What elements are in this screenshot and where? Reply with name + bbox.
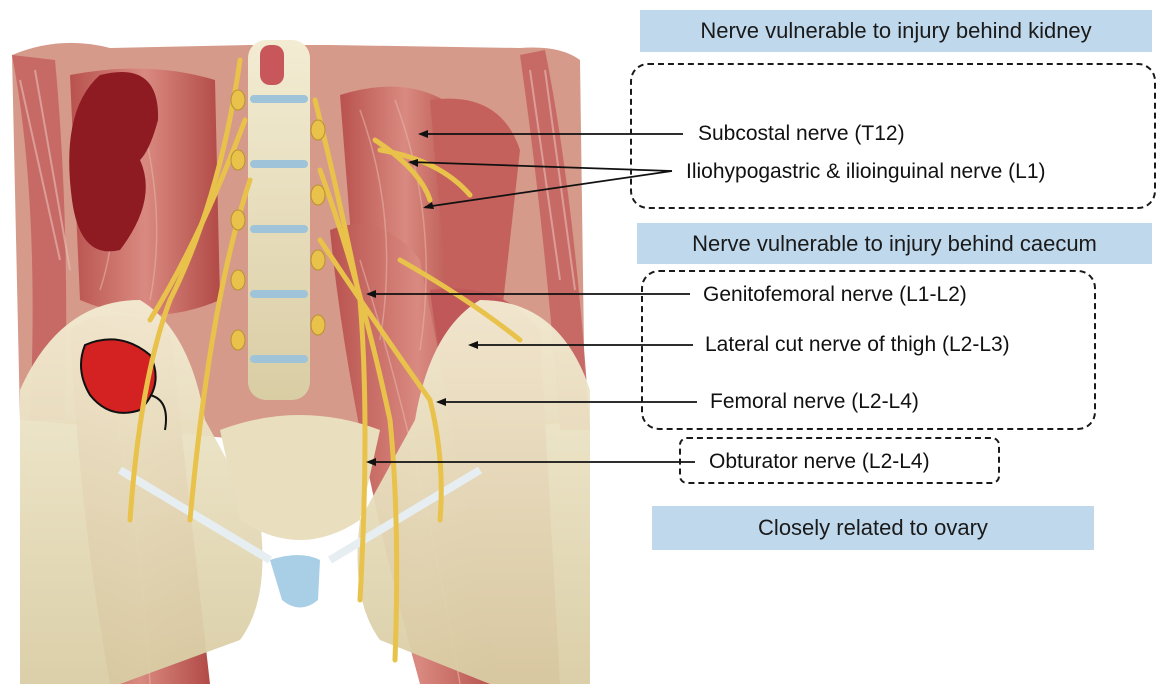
vertebral-column [248,40,310,400]
banner-ovary: Closely related to ovary [652,506,1094,550]
label-femoral-nerve: Femoral nerve (L2-L4) [710,390,919,414]
banner-kidney: Nerve vulnerable to injury behind kidney [640,10,1152,52]
label-iliohypogastric-nerve: Iliohypogastric & ilioinguinal nerve (L1… [686,160,1046,184]
label-obturator-nerve: Obturator nerve (L2-L4) [709,450,930,474]
label-subcostal-nerve: Subcostal nerve (T12) [698,122,905,146]
label-lateral-cut-nerve: Lateral cut nerve of thigh (L2-L3) [705,333,1010,357]
banner-caecum: Nerve vulnerable to injury behind caecum [637,223,1152,264]
label-genitofemoral-nerve: Genitofemoral nerve (L1-L2) [703,283,967,307]
